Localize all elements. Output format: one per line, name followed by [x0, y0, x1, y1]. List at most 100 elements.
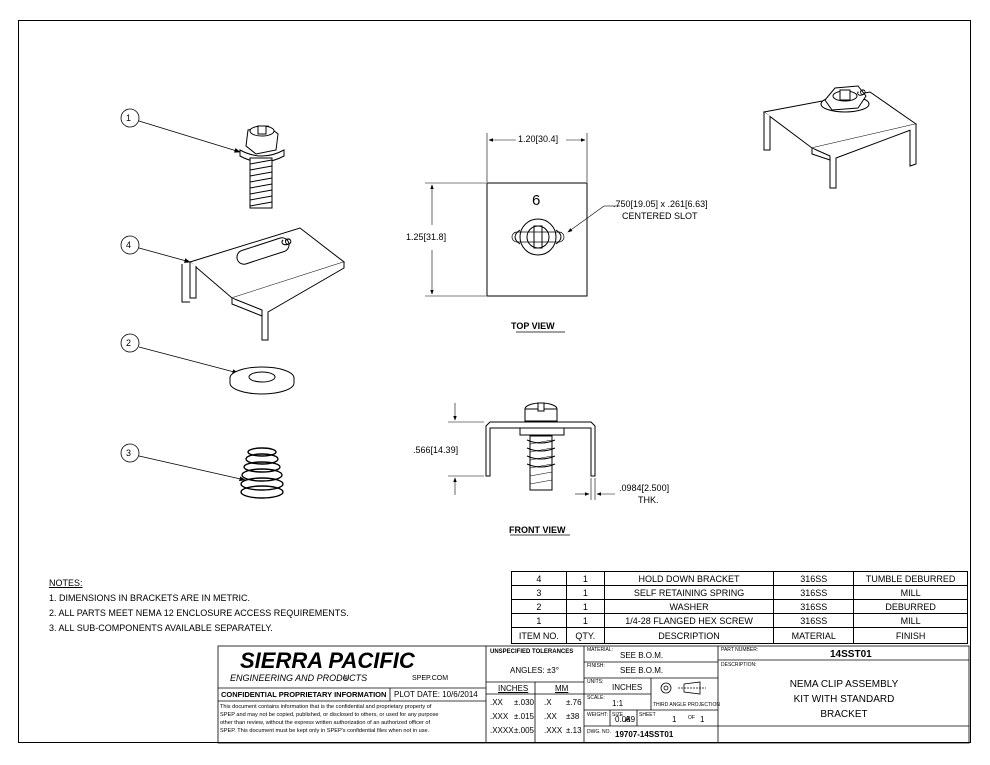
bom-finish: TUMBLE DEBURRED: [853, 571, 968, 586]
bracket-mark-3d: 6: [278, 237, 295, 248]
bom-material: 316SS: [773, 585, 855, 600]
tol-inch-val: ±.015: [514, 712, 534, 721]
bom-header-qty: QTY.: [565, 627, 605, 644]
screw-illustration: [239, 125, 285, 209]
bom-finish: MILL: [853, 613, 968, 628]
weight-value: 0.089: [615, 715, 636, 724]
description-line: BRACKET: [820, 709, 868, 720]
balloon-4-text: 4: [126, 240, 132, 250]
company-subtitle: ENGINEERING AND PRODUCTS: [230, 673, 368, 683]
top-width-dim: 1.20[30.4]: [518, 134, 559, 144]
disclaimer-line: This document contains information that …: [220, 704, 432, 710]
tol-inch-fmt: .XXX: [490, 712, 509, 721]
tol-mm-val: ±.13: [566, 726, 582, 735]
bom-description: WASHER: [603, 599, 775, 614]
tol-inch-fmt: .XX: [490, 698, 503, 707]
bom-item-no: 1: [511, 613, 567, 628]
front-view: [448, 402, 615, 500]
bom-material: 316SS: [773, 613, 855, 628]
description-line: NEMA CLIP ASSEMBLY: [789, 679, 899, 690]
description-label: DESCRIPTION:: [721, 662, 757, 668]
of-label: OF: [688, 715, 695, 721]
description-line: KIT WITH STANDARD: [793, 694, 895, 705]
bom-row: 4 1 HOLD DOWN BRACKET 316SS TUMBLE DEBUR…: [511, 571, 968, 586]
material-label: MATERIAL:: [587, 647, 614, 653]
scale-value: 1:1: [612, 699, 624, 708]
tol-mm-fmt: .XX: [544, 712, 557, 721]
projection-label: THIRD ANGLE PROJECTION: [653, 702, 720, 708]
finish-value: SEE B.O.M.: [620, 666, 664, 675]
balloon-3: [120, 443, 246, 482]
front-height-dim: .566[14.39]: [413, 445, 459, 455]
top-view-label: TOP VIEW: [511, 321, 555, 331]
bom-material: 316SS: [773, 599, 855, 614]
notes: NOTES: 1. DIMENSIONS IN BRACKETS ARE IN …: [49, 578, 349, 638]
bom-header-item: ITEM NO.: [511, 627, 567, 644]
spring-illustration: [240, 447, 284, 499]
bom-qty: 1: [565, 585, 605, 600]
bom-row: 1 1 1/4-28 FLANGED HEX SCREW 316SS MILL: [511, 613, 968, 628]
bom-qty: 1: [565, 599, 605, 614]
tolerances-title: UNSPECIFIED TOLERANCES: [490, 649, 574, 655]
tol-inch-fmt: .XXXX: [490, 726, 514, 735]
sheet-total: 1: [700, 715, 705, 724]
company-name: SIERRA PACIFIC: [240, 648, 415, 673]
bom-qty: 1: [565, 571, 605, 586]
part-number: 14SST01: [830, 649, 872, 660]
registered-mark: ®: [343, 674, 349, 683]
drawing-border: [18, 20, 971, 743]
slot-note-line1: .750[19.05] x .261[6.63]: [613, 199, 708, 209]
bom-description: HOLD DOWN BRACKET: [603, 571, 775, 586]
mm-header: MM: [555, 684, 569, 693]
material-value: SEE B.O.M.: [620, 651, 664, 660]
washer-illustration: [229, 366, 295, 395]
dwg-label: DWG. NO.: [587, 729, 611, 735]
balloon-1-text: 1: [126, 113, 132, 123]
bill-of-materials: 4 1 HOLD DOWN BRACKET 316SS TUMBLE DEBUR…: [511, 571, 968, 644]
iso-mark: 6: [854, 87, 870, 98]
balloon-4: [120, 235, 191, 263]
disclaimer-line: SPEP and may not be copied, published, o…: [220, 712, 439, 718]
thickness-dim: .0984[2.500]: [619, 483, 670, 493]
size-value: A: [625, 715, 631, 724]
top-view-mark: 6: [532, 192, 541, 209]
bom-item-no: 2: [511, 599, 567, 614]
tol-mm-fmt: .X: [544, 698, 552, 707]
tol-mm-val: ±.76: [566, 698, 582, 707]
disclaimer-line: other than review, without the express w…: [220, 720, 431, 726]
bom-material: 316SS: [773, 571, 855, 586]
tol-mm-val: ±38: [566, 712, 580, 721]
slot-note-line2: CENTERED SLOT: [622, 211, 698, 221]
iso-view: [762, 85, 918, 189]
bom-row: 2 1 WASHER 316SS DEBURRED: [511, 599, 968, 614]
balloon-2: [120, 333, 239, 374]
bom-finish: DEBURRED: [853, 599, 968, 614]
size-label: SIZE: [612, 712, 624, 718]
company-website: SPEP.COM: [412, 675, 449, 682]
bom-item-no: 3: [511, 585, 567, 600]
title-block-lines: [217, 645, 970, 744]
sheet-value: 1: [672, 715, 677, 724]
disclaimer: This document contains information that …: [220, 703, 439, 735]
disclaimer-line: SPEP. This document must be kept only in…: [220, 728, 430, 734]
bom-qty: 1: [565, 613, 605, 628]
sheet-label: SHEET: [639, 712, 656, 718]
units-value: INCHES: [612, 683, 643, 692]
balloon-3-text: 3: [126, 448, 132, 458]
thickness-label: THK.: [638, 495, 659, 505]
note-item: 1. DIMENSIONS IN BRACKETS ARE IN METRIC.: [49, 593, 251, 603]
angles-tolerance: ANGLES: ±3°: [510, 666, 559, 675]
scale-label: SCALE:: [587, 695, 605, 701]
balloon-2-text: 2: [126, 338, 132, 348]
front-view-label: FRONT VIEW: [509, 525, 566, 535]
note-item: 2. ALL PARTS MEET NEMA 12 ENCLOSURE ACCE…: [49, 608, 349, 618]
balloon-1: [120, 108, 241, 153]
tol-mm-fmt: .XXX: [544, 726, 563, 735]
top-view: [425, 133, 620, 297]
tol-inch-val: ±.030: [514, 698, 534, 707]
bom-row: 3 1 SELF RETAINING SPRING 316SS MILL: [511, 585, 968, 600]
units-label: UNITS:: [587, 679, 604, 685]
bracket-illustration: [181, 227, 346, 341]
bom-item-no: 4: [511, 571, 567, 586]
